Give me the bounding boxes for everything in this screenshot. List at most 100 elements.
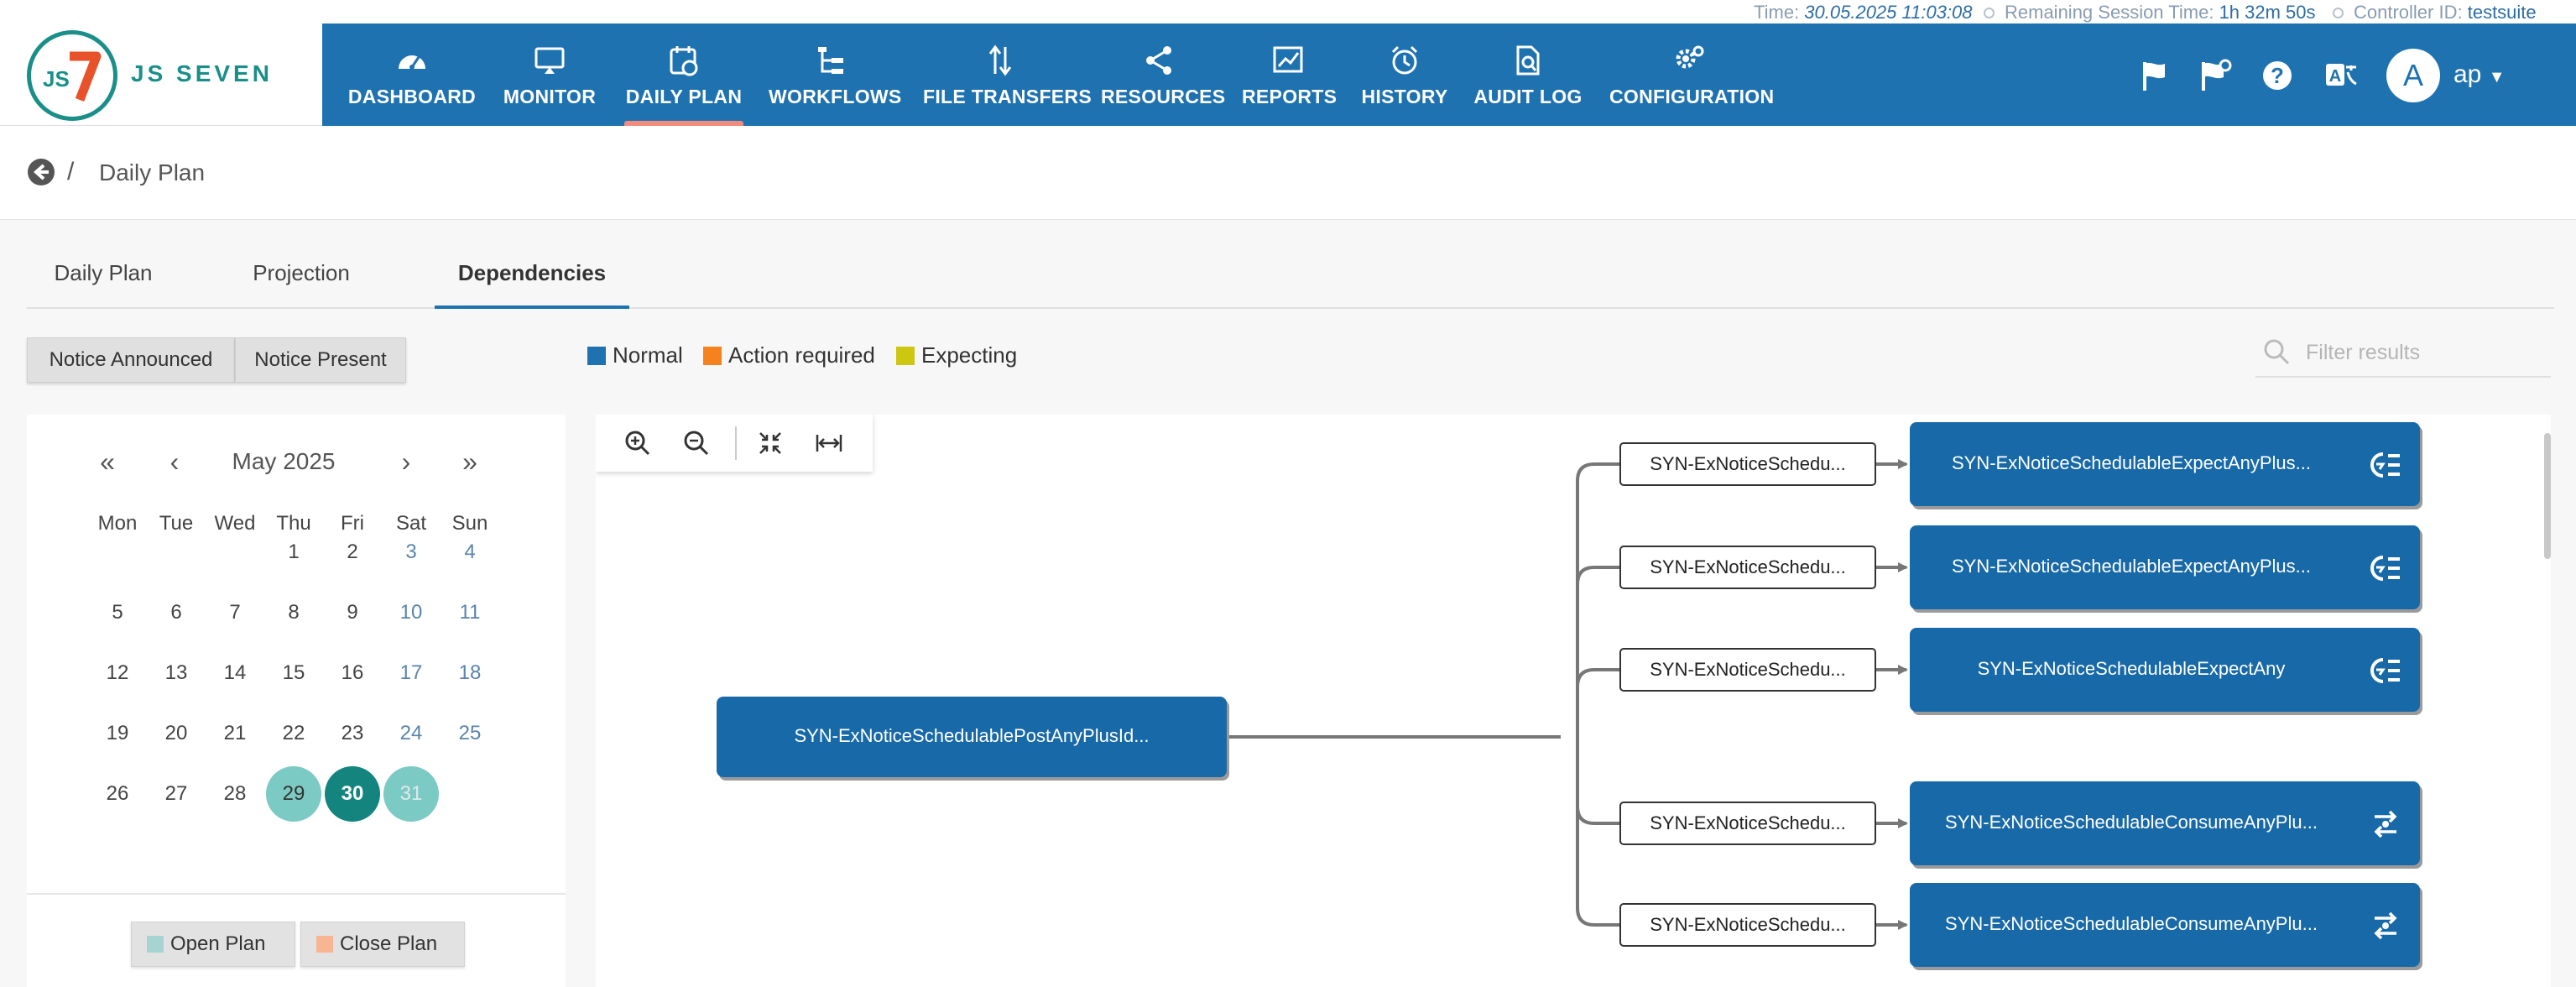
calendar-day[interactable]: 10 (399, 601, 423, 624)
calendar-day[interactable]: 8 (288, 601, 300, 624)
calendar-day[interactable]: 23 (341, 722, 364, 744)
nav-workflows[interactable]: WORKFLOWS (769, 24, 901, 126)
nav-configuration[interactable]: CONFIGURATION (1609, 24, 1774, 126)
filter-input[interactable] (2306, 337, 2541, 368)
calendar-day[interactable]: 11 (459, 601, 481, 624)
calendar-day[interactable]: 9 (347, 601, 358, 624)
fit-width-icon[interactable] (814, 428, 844, 458)
nav-file-transfers[interactable]: FILE TRANSFERS (923, 24, 1092, 126)
calendar-day[interactable]: 22 (282, 722, 305, 744)
calendar-day[interactable]: 6 (170, 601, 182, 624)
language-icon[interactable]: A (2324, 59, 2358, 92)
target-workflow-node[interactable]: SYN-ExNoticeSchedulableExpectAnyPlus... (1910, 525, 2420, 609)
calendar-day[interactable]: 3 (405, 540, 417, 563)
zoom-out-icon[interactable] (681, 428, 712, 458)
page-title: Daily Plan (99, 159, 206, 185)
notice-board-node[interactable]: SYN-ExNoticeSchedu... (1619, 442, 1876, 486)
flag-settings-icon[interactable] (2198, 59, 2232, 92)
legend-swatch (703, 347, 722, 365)
open-plan-button[interactable]: Open Plan (131, 922, 295, 967)
calendar-day[interactable]: 16 (341, 661, 364, 684)
tab-daily-plan[interactable]: Daily Plan (54, 260, 153, 285)
calendar-day[interactable]: 27 (164, 782, 188, 805)
calendar-day[interactable]: 24 (399, 722, 423, 744)
zoom-in-icon[interactable] (623, 428, 653, 458)
close-plan-button[interactable]: Close Plan (300, 922, 465, 967)
calendar-day[interactable]: 15 (282, 661, 305, 684)
notice-board-node[interactable]: SYN-ExNoticeSchedu... (1619, 903, 1876, 947)
calendar-day[interactable]: 7 (229, 601, 241, 624)
calendar-day[interactable]: 31 (383, 766, 439, 822)
calendar-day[interactable]: 14 (223, 661, 247, 684)
toolbar-divider (735, 426, 737, 460)
back-arrow-icon[interactable] (27, 158, 55, 186)
calendar-day[interactable]: 2 (347, 540, 358, 563)
help-icon[interactable]: ? (2261, 59, 2294, 92)
next-month-icon[interactable]: › (401, 446, 411, 477)
target-workflow-node[interactable]: SYN-ExNoticeSchedulableExpectAnyPlus... (1910, 422, 2420, 506)
calendar-day[interactable]: 12 (106, 661, 129, 684)
notice-board-node[interactable]: SYN-ExNoticeSchedu... (1619, 802, 1876, 845)
notice-announced-button[interactable]: Notice Announced (27, 337, 235, 383)
calendar-day[interactable]: 26 (106, 782, 129, 805)
notice-board-node[interactable]: SYN-ExNoticeSchedu... (1619, 546, 1876, 589)
prev-month-icon[interactable]: ‹ (169, 446, 180, 477)
calendar-day[interactable]: 17 (399, 661, 423, 684)
divider (27, 893, 566, 895)
notice-present-button[interactable]: Notice Present (235, 337, 406, 383)
notice-board-node[interactable]: SYN-ExNoticeSchedu... (1619, 648, 1876, 692)
calendar-day[interactable]: 5 (112, 601, 123, 624)
nav-daily-plan[interactable]: DAILY PLAN (624, 24, 743, 126)
nav-dashboard[interactable]: DASHBOARD (346, 24, 478, 126)
user-menu[interactable]: ap ▼ (2453, 60, 2506, 89)
filter-search (2255, 331, 2551, 378)
calendar-day[interactable]: 18 (458, 661, 482, 684)
calendar-day[interactable]: 20 (164, 722, 188, 744)
tab-projection[interactable]: Projection (253, 260, 350, 285)
tab-dependencies[interactable]: Dependencies (435, 243, 629, 309)
time-value: 30.05.2025 11:03:08 (1804, 2, 1973, 23)
chart-line-icon (1273, 46, 1303, 73)
target-workflow-label: SYN-ExNoticeSchedulableExpectAnyPlus... (1952, 556, 2311, 577)
flag-icon[interactable] (2138, 59, 2172, 92)
calendar-day[interactable]: 21 (223, 722, 247, 744)
calendar-day[interactable]: 29 (266, 766, 321, 822)
brand-name: JS SEVEN (131, 60, 273, 86)
source-workflow-node[interactable]: SYN-ExNoticeSchedulablePostAnyPlusId... (717, 697, 1227, 777)
vertical-scrollbar[interactable] (2544, 433, 2551, 559)
main-header: JS JS SEVEN DASHBOARD MONITOR DAILY PLAN… (0, 24, 2576, 126)
search-icon (2264, 339, 2290, 365)
user-name: ap (2453, 60, 2482, 88)
calendar-day[interactable]: 13 (164, 661, 188, 684)
target-workflow-node[interactable]: SYN-ExNoticeSchedulableConsumeAnyPlu... (1910, 883, 2420, 967)
controller-value[interactable]: testsuite (2467, 2, 2537, 23)
calendar-day[interactable]: 28 (223, 782, 247, 805)
nav-resources[interactable]: RESOURCES (1101, 24, 1225, 126)
graph-toolbar (596, 415, 873, 472)
calendar-day[interactable]: 25 (458, 722, 482, 744)
calendar-day[interactable]: 19 (106, 722, 129, 744)
prev-year-icon[interactable]: « (100, 446, 115, 477)
document-search-icon (1516, 45, 1540, 76)
time-status: Time: 30.05.2025 11:03:08 (1754, 2, 1973, 23)
nav-monitor[interactable]: MONITOR (495, 24, 604, 126)
calendar-month[interactable]: May 2025 (232, 448, 336, 474)
target-workflow-node[interactable]: SYN-ExNoticeSchedulableConsumeAnyPlu... (1910, 781, 2420, 865)
nav-history[interactable]: HISTORY (1358, 24, 1452, 126)
target-workflow-node[interactable]: SYN-ExNoticeSchedulableExpectAny (1910, 628, 2420, 712)
nav-reports[interactable]: REPORTS (1242, 24, 1337, 126)
calendar-day[interactable]: 1 (288, 540, 300, 563)
logo[interactable]: JS JS SEVEN (0, 24, 322, 126)
calendar-header: « ‹ May 2025 › » (27, 441, 566, 483)
calendar-day[interactable]: 4 (464, 540, 476, 563)
dependency-graph: SYN-ExNoticeSchedulablePostAnyPlusId... … (596, 415, 2551, 987)
next-year-icon[interactable]: » (462, 446, 477, 477)
nav-audit-log[interactable]: AUDIT LOG (1473, 24, 1583, 126)
fit-to-screen-icon[interactable] (755, 428, 785, 458)
calendar-day-selected[interactable]: 30 (325, 766, 380, 822)
weekday-header: Sun (451, 512, 488, 535)
legend-swatch (896, 347, 915, 365)
edge-to-notice (1576, 806, 1619, 825)
legend-swatch (587, 347, 606, 365)
user-avatar[interactable]: A (2386, 49, 2440, 102)
